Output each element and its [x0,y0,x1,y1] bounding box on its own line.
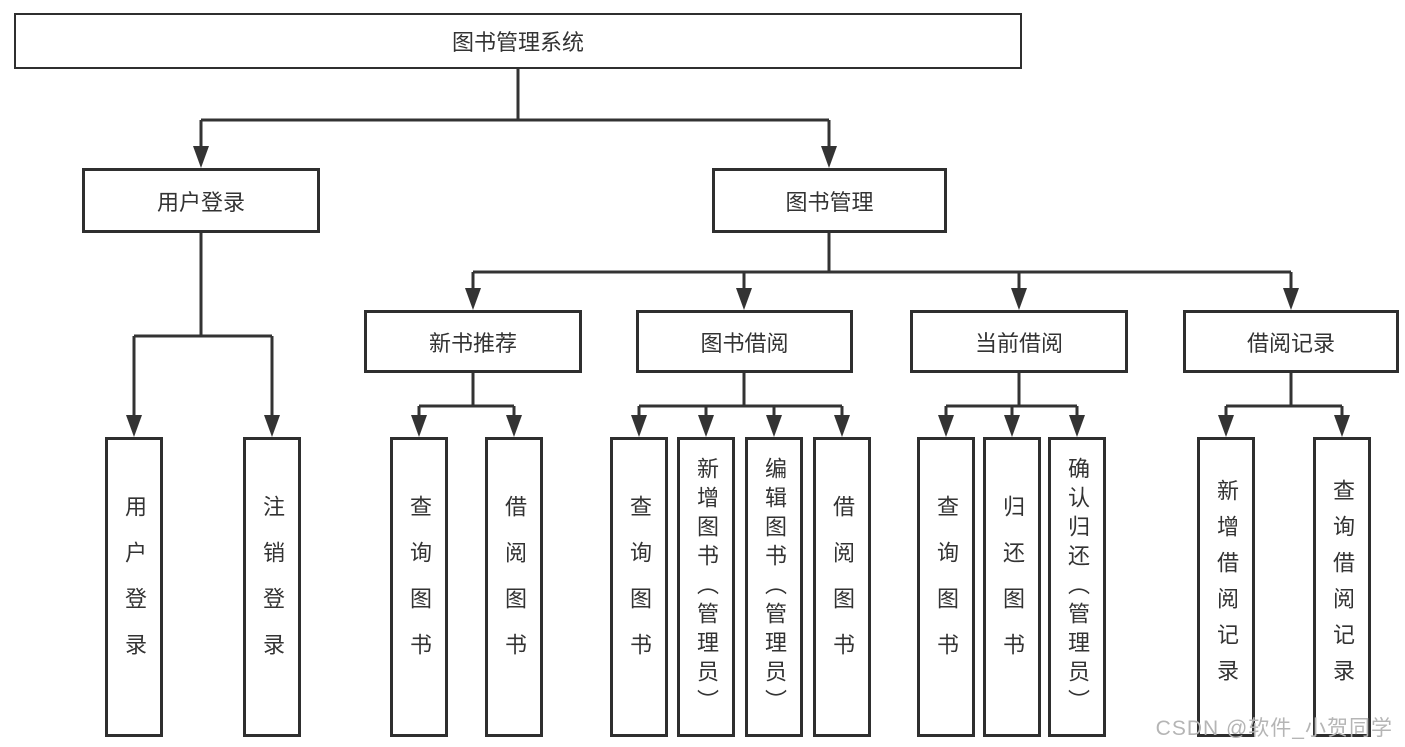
leaf-edit-books-admin-label: 编辑图书（管理员） [762,456,787,718]
arrow-down-icon [1004,415,1020,437]
leaf-query-books-3: 查询图书 [917,437,975,737]
arrow-down-icon [1011,288,1027,310]
leaf-logout-login: 注销登录 [243,437,301,737]
leaf-user-login: 用户登录 [105,437,163,737]
node-current-borrowing-label: 当前借阅 [974,330,1063,356]
arrow-down-icon [465,288,481,310]
leaf-query-books-3-label: 查询图书 [934,495,959,679]
node-user-login: 用户登录 [82,168,320,233]
leaf-query-borrow-record-label: 查询借阅记录 [1330,479,1355,695]
leaf-return-books-label: 归还图书 [1000,495,1025,679]
leaf-borrow-books-2-label: 借阅图书 [830,495,855,679]
leaf-query-borrow-record: 查询借阅记录 [1313,437,1371,737]
leaf-confirm-return-admin: 确认归还（管理员） [1048,437,1106,737]
arrow-down-icon [698,415,714,437]
node-current-borrowing: 当前借阅 [910,310,1128,373]
leaf-borrow-books-label: 借阅图书 [502,495,527,679]
leaf-logout-login-label: 注销登录 [260,495,285,679]
connector-records-to-leaves [1224,373,1344,421]
arrow-down-icon [821,146,837,168]
arrow-down-icon [264,415,280,437]
leaf-query-books-2: 查询图书 [610,437,668,737]
arrow-down-icon [1069,415,1085,437]
leaf-edit-books-admin: 编辑图书（管理员） [745,437,803,737]
leaf-user-login-label: 用户登录 [122,495,147,679]
node-book-management-label: 图书管理 [785,189,874,215]
leaf-add-borrow-record: 新增借阅记录 [1197,437,1255,737]
arrow-down-icon [631,415,647,437]
node-user-login-label: 用户登录 [156,189,245,215]
connector-newbook-to-leaves [417,373,516,421]
leaf-return-books: 归还图书 [983,437,1041,737]
node-book-borrowing-label: 图书借阅 [700,330,789,356]
connector-root-to-level2 [199,69,831,152]
node-new-book-recommend: 新书推荐 [364,310,582,373]
csdn-watermark: CSDN @软件_小贺同学 [1155,717,1393,740]
arrow-down-icon [938,415,954,437]
leaf-add-books-admin-label: 新增图书（管理员） [694,456,719,718]
leaf-borrow-books: 借阅图书 [485,437,543,737]
connector-login-to-leaves [132,233,274,421]
arrowheads [126,146,1350,437]
arrow-down-icon [1283,288,1299,310]
node-library-system: 图书管理系统 [14,13,1022,69]
connector-borrow-to-leaves [637,373,844,421]
node-book-borrowing: 图书借阅 [636,310,853,373]
leaf-confirm-return-admin-label: 确认归还（管理员） [1065,456,1090,718]
node-borrow-records: 借阅记录 [1183,310,1399,373]
leaf-add-books-admin: 新增图书（管理员） [677,437,735,737]
arrow-down-icon [834,415,850,437]
connector-mgmt-to-level3 [471,233,1293,294]
node-new-book-recommend-label: 新书推荐 [428,330,517,356]
arrow-down-icon [193,146,209,168]
leaf-query-books: 查询图书 [390,437,448,737]
arrow-down-icon [411,415,427,437]
arrow-down-icon [1334,415,1350,437]
leaf-query-books-label: 查询图书 [407,495,432,679]
node-book-management: 图书管理 [712,168,947,233]
node-library-system-label: 图书管理系统 [451,30,584,55]
arrow-down-icon [736,288,752,310]
arrow-down-icon [1218,415,1234,437]
leaf-query-books-2-label: 查询图书 [627,495,652,679]
connector-current-to-leaves [944,373,1079,421]
arrow-down-icon [126,415,142,437]
node-borrow-records-label: 借阅记录 [1246,330,1335,356]
leaf-add-borrow-record-label: 新增借阅记录 [1214,479,1239,695]
arrow-down-icon [766,415,782,437]
leaf-borrow-books-2: 借阅图书 [813,437,871,737]
arrow-down-icon [506,415,522,437]
